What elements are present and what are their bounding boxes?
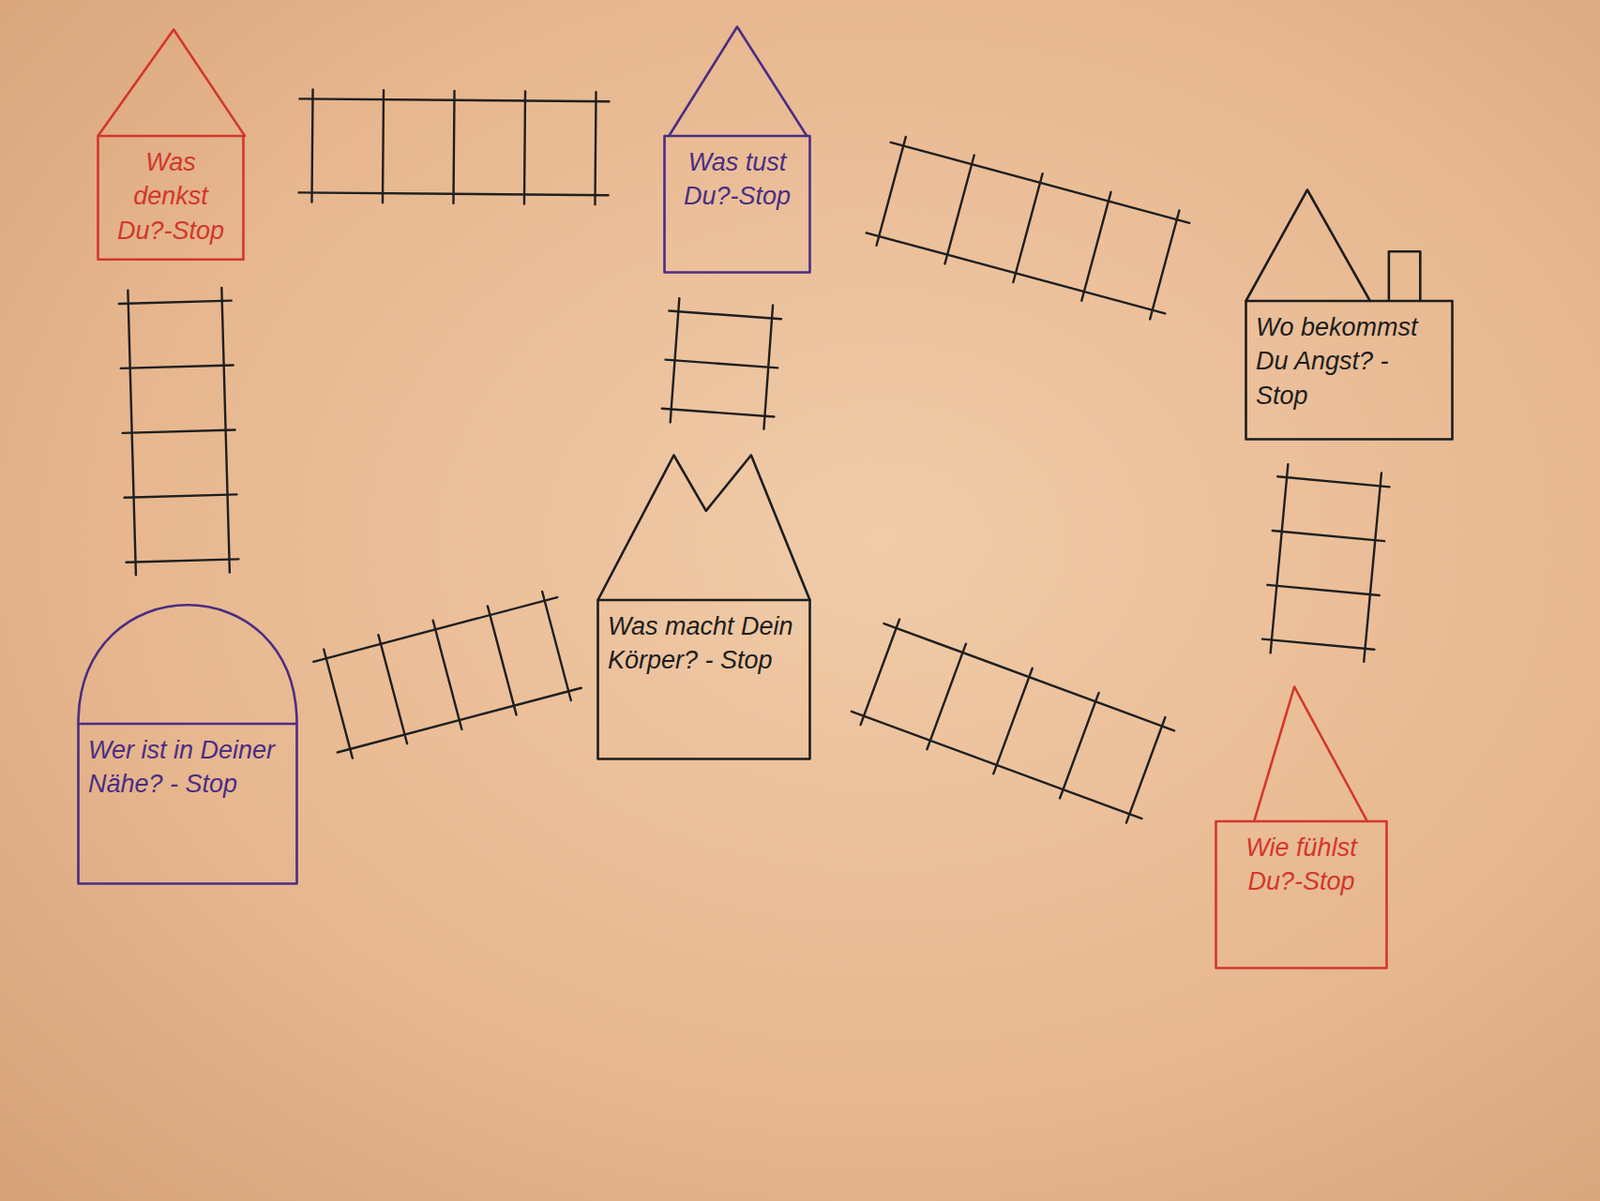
twin-peak-house: Was macht Dein Körper? - Stop (596, 453, 812, 761)
house-roof (1246, 190, 1371, 302)
ladder-rung (1262, 639, 1374, 650)
ladder-rung (382, 90, 384, 203)
house-with-chimney: Wo bekommst Du Angst? - Stop (1244, 188, 1454, 441)
house-question: Was macht Dein Körper? - Stop (607, 609, 800, 679)
house-text-area: Wer ist in Deiner Nähe? - Stop (76, 724, 299, 810)
red-house: Was denkst Du?-Stop (96, 28, 245, 261)
ladder-rung (876, 136, 906, 246)
ladder-rung (452, 90, 454, 204)
ladder-rung (524, 90, 526, 204)
house-roof (98, 30, 246, 137)
house-question: Was tust Du?-Stop (674, 145, 800, 214)
ladder-rung (323, 649, 353, 759)
ladder-rung (487, 605, 517, 715)
house-outline (1214, 685, 1389, 970)
ladder-rung (311, 89, 313, 202)
ladder-rung (860, 619, 901, 726)
house-body (78, 724, 298, 885)
house-body (664, 135, 811, 273)
ladder-rung (993, 668, 1033, 775)
ladder-rung (433, 620, 463, 730)
ladder-rail (1363, 473, 1382, 663)
ladder-connector (851, 619, 1175, 824)
ladder-rung (126, 558, 240, 562)
house-body (598, 600, 811, 760)
chimney (1388, 251, 1420, 302)
ladder-rung (124, 494, 238, 498)
house-body (98, 135, 244, 260)
house-roof (78, 604, 298, 725)
ladder-rung (377, 634, 408, 744)
house-roof (668, 27, 807, 137)
house-text-area: Wie fühlst Du?-Stop (1214, 821, 1389, 907)
ladder-rung (1012, 173, 1042, 283)
house-text-area: Wo bekommst Du Angst? - Stop (1244, 301, 1454, 421)
ladder-rung (1277, 476, 1389, 487)
ladder-connector (299, 89, 610, 205)
ladder-rung (1272, 530, 1385, 542)
ladder-rung (1149, 211, 1179, 320)
house-text-area: Was macht Dein Körper? - Stop (596, 600, 812, 686)
ladder-rung (662, 408, 775, 418)
house-body (1246, 301, 1453, 440)
house-body (1216, 821, 1388, 969)
ladder-rung (542, 591, 572, 701)
ladder-rung (1081, 192, 1111, 302)
house-question: Wo bekommst Du Angst? - Stop (1255, 310, 1443, 413)
ladder-connector (313, 591, 582, 759)
ladder-rung (1059, 693, 1100, 800)
purple-house: Was tust Du?-Stop (663, 25, 812, 274)
ladder-rung (120, 365, 234, 369)
ladder-connector (662, 298, 782, 429)
house-question: Was denkst Du?-Stop (107, 145, 234, 248)
house-roof (1253, 687, 1368, 823)
house-text-area: Was denkst Du?-Stop (96, 135, 245, 256)
ladder-rung (1126, 717, 1166, 824)
red-house: Wie fühlst Du?-Stop (1214, 685, 1389, 970)
house-text-area: Was tust Du?-Stop (663, 135, 812, 222)
house-outline (596, 453, 812, 761)
ladder-rung (665, 360, 779, 369)
ladder-connector (1262, 464, 1390, 663)
ladder-rung (944, 155, 974, 265)
ladder-rung (594, 91, 596, 205)
ladder-rung (668, 311, 782, 320)
ladder-connector (119, 287, 240, 576)
ladder-rung (1267, 585, 1379, 596)
ladder-connector (866, 136, 1191, 320)
ladder-rung (119, 301, 232, 304)
ladder-rung (926, 644, 967, 751)
ladder-rail (1270, 464, 1289, 653)
house-question: Wer ist in Deiner Nähe? - Stop (88, 733, 287, 802)
ladder-rung (122, 429, 236, 433)
dome-house: Wer ist in Deiner Nähe? - Stop (76, 602, 299, 886)
house-roof (598, 455, 811, 602)
house-question: Wie fühlst Du?-Stop (1225, 830, 1377, 900)
